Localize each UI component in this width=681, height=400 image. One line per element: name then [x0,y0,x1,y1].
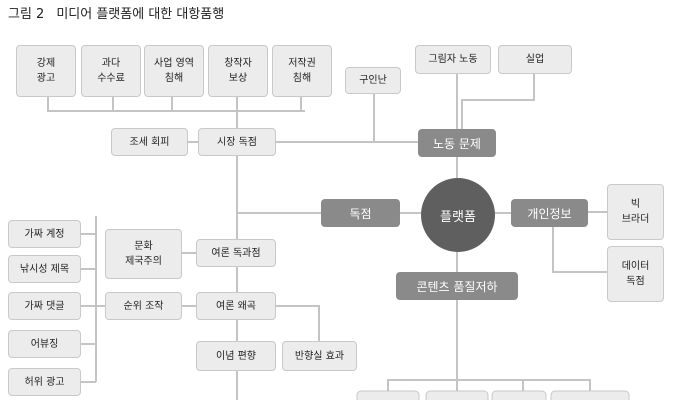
box-clickbait: 낚시성 제목 [8,255,81,283]
box-business-domain: 사업 영역 침해 [144,45,204,97]
cut-off-box [491,390,547,400]
center-platform: 플랫폼 [421,178,495,252]
connector [387,379,591,400]
box-excess-fee: 과다 수수료 [81,45,141,97]
box-market-monopoly: 시장 독점 [198,128,276,156]
cut-off-box [425,390,489,400]
box-shadow-labor: 그림자 노동 [415,45,491,74]
cut-off-box [550,390,630,400]
category-privacy: 개인정보 [511,199,588,227]
box-forced-ads: 강제 광고 [16,45,76,97]
box-cultural-imperialism: 문화 제국주의 [105,229,182,279]
box-fake-account: 가짜 계정 [8,220,81,248]
box-rank-manipulation: 순위 조작 [105,292,182,320]
category-monopoly: 독점 [321,199,400,227]
box-false-ads: 허위 광고 [8,368,81,396]
category-labor: 노동 문제 [418,129,496,157]
box-creator-compensation: 창작자 보상 [208,45,268,97]
box-data-monopoly: 데이터 독점 [607,246,664,302]
category-content-quality: 콘텐츠 품질저하 [396,272,518,300]
box-echo-chamber: 반향실 효과 [282,341,357,371]
connector [461,74,535,129]
box-fake-comment: 가짜 댓글 [8,292,81,320]
figure-caption: 미디어 플랫폼에 대한 대항품행 [56,7,225,22]
box-job-seeking: 구인난 [345,67,401,94]
figure-title: 그림 2 미디어 플랫폼에 대한 대항품행 [8,3,224,22]
box-unemployment: 실업 [498,45,572,74]
box-opinion-oligopoly: 여론 독과점 [196,239,276,267]
box-copyright: 저작권 침해 [272,45,332,97]
box-opinion-distortion: 여론 왜곡 [196,292,276,320]
box-abusing: 어뷰징 [8,330,81,358]
box-ideological-bias: 이념 편향 [196,341,276,371]
connector [276,305,320,341]
connector [552,227,607,273]
figure-number: 그림 2 [8,7,45,22]
cut-off-box [356,390,420,400]
connector [47,97,305,112]
box-big-brother: 빅 브라더 [607,184,664,240]
box-tax-avoidance: 조세 회피 [111,128,188,156]
